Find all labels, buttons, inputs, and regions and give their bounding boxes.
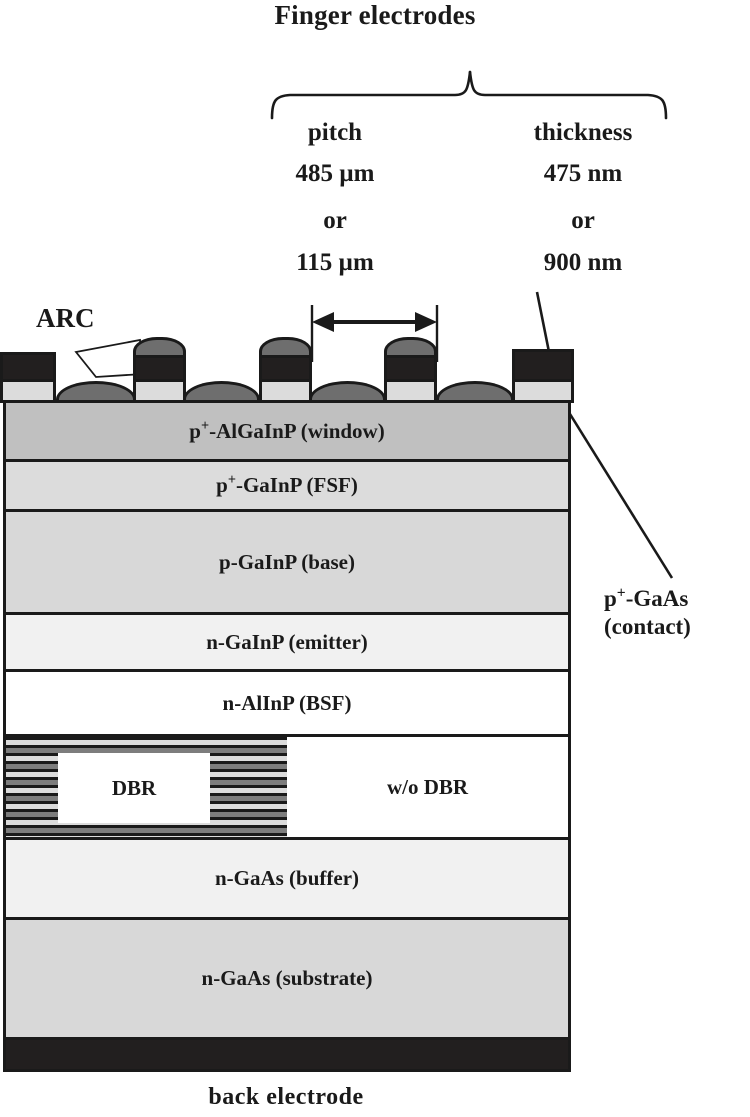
contact-annotation-sup: + bbox=[616, 584, 626, 602]
layer-buffer: n-GaAs (buffer) bbox=[3, 837, 571, 917]
electrode-metal bbox=[133, 355, 186, 379]
layer-emitter-label: n-GaInP (emitter) bbox=[206, 629, 368, 654]
layer-back-electrode bbox=[3, 1037, 571, 1072]
pitch-heading: pitch bbox=[307, 119, 363, 146]
electrode-cap bbox=[384, 337, 437, 355]
layer-substrate-label: n-GaAs (substrate) bbox=[201, 966, 373, 990]
thickness-leader-line bbox=[535, 291, 552, 358]
layer-window: p+-AlGaInP (window) bbox=[3, 400, 571, 459]
thickness-value-2: 900 nm bbox=[543, 249, 623, 276]
arc-label: ARC bbox=[36, 303, 95, 333]
contact-annotation-pre: p bbox=[604, 586, 617, 611]
electrode-metal bbox=[384, 355, 437, 379]
thickness-separator: or bbox=[571, 207, 595, 234]
dbr-label-box: DBR bbox=[58, 753, 210, 823]
wo-dbr-label: w/o DBR bbox=[386, 774, 469, 799]
layer-base: p-GaInP (base) bbox=[3, 509, 571, 612]
contact-annotation-line2: (contact) bbox=[604, 614, 691, 640]
pitch-value-2: 115 µm bbox=[296, 249, 374, 276]
pitch-separator: or bbox=[323, 207, 347, 234]
layer-emitter: n-GaInP (emitter) bbox=[3, 612, 571, 669]
layer-stack: p+-AlGaInP (window) p+-GaInP (FSF) p-GaI… bbox=[3, 400, 571, 1072]
layer-substrate: n-GaAs (substrate) bbox=[3, 917, 571, 1037]
electrode-metal bbox=[259, 355, 312, 379]
thickness-heading: thickness bbox=[533, 119, 633, 146]
pitch-value-1: 485 µm bbox=[295, 160, 375, 187]
layer-fsf-label: p+-GaInP (FSF) bbox=[216, 472, 358, 497]
dbr-label: DBR bbox=[111, 775, 157, 800]
contact-annotation-post: -GaAs bbox=[625, 586, 689, 611]
contact-annotation-line1: p+-GaAs bbox=[604, 585, 750, 613]
layer-base-label: p-GaInP (base) bbox=[219, 549, 355, 574]
layer-fsf: p+-GaInP (FSF) bbox=[3, 459, 571, 509]
electrode-cap bbox=[133, 337, 186, 355]
electrode-metal bbox=[0, 352, 56, 379]
layer-bsf-label: n-AlInP (BSF) bbox=[222, 690, 352, 715]
electrode-band bbox=[0, 337, 574, 403]
contact-pad bbox=[512, 379, 574, 403]
thickness-value-1: 475 nm bbox=[543, 160, 623, 187]
contact-annotation: p+-GaAs (contact) bbox=[604, 585, 750, 641]
back-electrode-label: back electrode bbox=[208, 1084, 364, 1110]
contact-leader-line bbox=[558, 397, 674, 579]
page-title: Finger electrodes bbox=[274, 0, 476, 30]
wo-dbr-region: w/o DBR bbox=[287, 737, 568, 837]
electrode-metal bbox=[512, 349, 574, 379]
layer-dbr-row: DBR w/o DBR bbox=[3, 734, 571, 837]
layer-buffer-label: n-GaAs (buffer) bbox=[214, 866, 360, 890]
layer-bsf: n-AlInP (BSF) bbox=[3, 669, 571, 734]
electrode-cap bbox=[259, 337, 312, 355]
layer-window-label: p+-AlGaInP (window) bbox=[189, 417, 385, 443]
